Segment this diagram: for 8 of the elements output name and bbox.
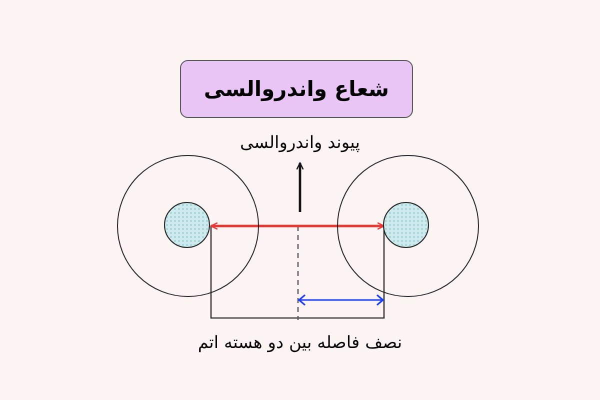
caption-text: نصف فاصله بین دو هسته اتم (196, 333, 404, 353)
arrow (210, 222, 385, 230)
bond-label: پیوند واندروالسی (225, 133, 375, 159)
title-box: شعاع واندروالسی (180, 60, 413, 118)
arrow (296, 162, 304, 212)
nucleus-circle (164, 202, 210, 248)
atom-circle (117, 155, 259, 297)
atom-circle (337, 155, 479, 297)
